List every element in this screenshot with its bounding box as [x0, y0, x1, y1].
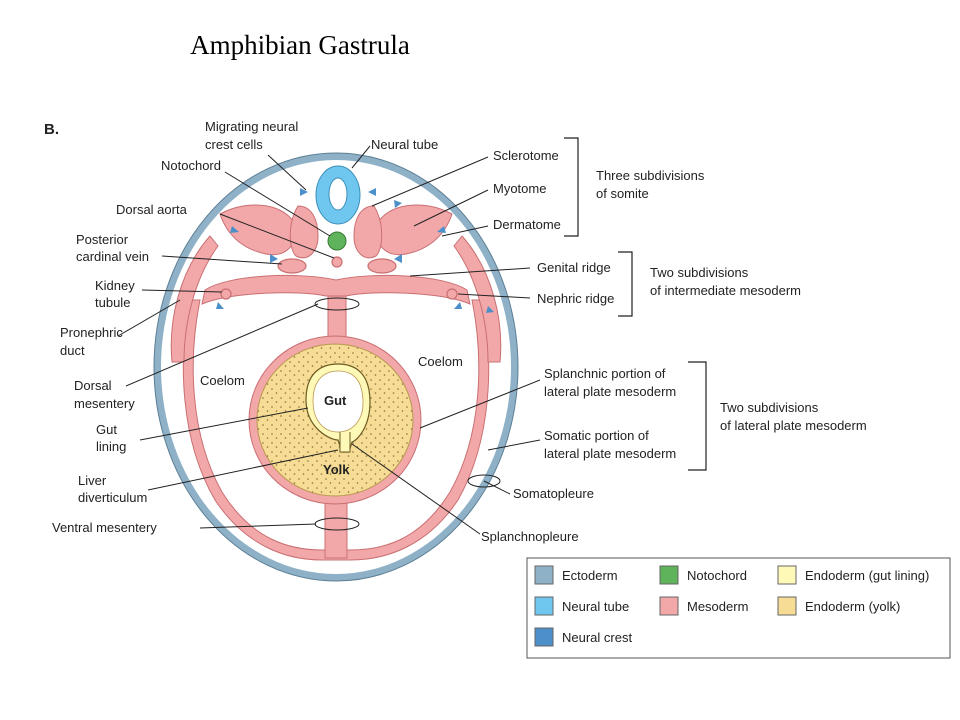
panel-label: B.	[44, 121, 59, 138]
label-gut-lining-2: lining	[96, 439, 126, 454]
legend-label: Neural tube	[562, 599, 629, 614]
kidney-tubule-right	[446, 288, 458, 300]
legend-swatch	[659, 565, 679, 585]
legend-label: Mesoderm	[687, 599, 748, 614]
group-lateral: Two subdivisions	[720, 400, 819, 415]
label-sclerotome: Sclerotome	[493, 148, 559, 163]
kidney-tubule-left	[220, 288, 232, 300]
legend-swatch	[777, 565, 797, 585]
label-pronephric-duct: Pronephric	[60, 325, 123, 340]
label-gut: Gut	[324, 393, 347, 408]
legend-label: Endoderm (yolk)	[805, 599, 900, 614]
intermediate-mesoderm-band	[201, 274, 471, 305]
label-yolk: Yolk	[323, 462, 350, 477]
label-kidney-tubule-2: tubule	[95, 295, 130, 310]
legend-swatch	[534, 565, 554, 585]
sclerotome-right	[353, 205, 383, 259]
neural-crest-cell	[394, 200, 402, 208]
page-title: Amphibian Gastrula	[190, 30, 410, 60]
group-somite: Three subdivisions	[596, 168, 705, 183]
label-splanchnic-portion-2: lateral plate mesoderm	[544, 384, 676, 399]
legend-items: Ectoderm Notochord Endoderm (gut lining) Ne…	[534, 565, 929, 647]
group-lateral-2: of lateral plate mesoderm	[720, 418, 867, 433]
neural-tube-lumen	[328, 177, 348, 211]
pronephric-duct-left	[170, 235, 219, 363]
label-migrating-neural-crest-2: crest cells	[205, 137, 263, 152]
dorsal-mesentery-marker	[314, 297, 360, 311]
label-ventral-mesentery: Ventral mesentery	[52, 520, 157, 535]
label-myotome: Myotome	[493, 181, 546, 196]
pronephric-duct-right	[453, 235, 502, 363]
dorsal-aorta	[331, 256, 343, 268]
legend-swatch	[534, 627, 554, 647]
neural-crest-cell	[270, 254, 278, 263]
somatopleure-marker	[467, 474, 501, 488]
label-posterior-cardinal-vein: Posterior	[76, 232, 129, 247]
legend-label: Endoderm (gut lining)	[805, 568, 929, 583]
legend-label: Neural crest	[562, 630, 632, 645]
neural-crest-cell	[216, 302, 224, 309]
gut-lumen	[312, 370, 364, 433]
label-liver-diverticulum: Liver	[78, 473, 107, 488]
group-somite-2: of somite	[596, 186, 649, 201]
label-liver-diverticulum-2: diverticulum	[78, 490, 147, 505]
label-splanchnopleure: Splanchnopleure	[481, 529, 579, 544]
legend-box	[526, 557, 951, 659]
label-pronephric-duct-2: duct	[60, 343, 85, 358]
label-gut-lining: Gut	[96, 422, 117, 437]
liver-diverticulum	[339, 432, 351, 453]
label-notochord: Notochord	[161, 158, 221, 173]
neural-crest-cell	[437, 226, 446, 233]
group-intermediate: Two subdivisions	[650, 265, 749, 280]
label-somatic-portion-2: lateral plate mesoderm	[544, 446, 676, 461]
label-neural-tube: Neural tube	[371, 137, 438, 152]
somite-bracket	[564, 137, 579, 237]
lateral-bracket	[688, 361, 707, 471]
embryo-body	[153, 152, 519, 582]
neural-crest-cell	[368, 188, 376, 196]
neural-crest-cell	[394, 254, 402, 263]
label-migrating-neural-crest: Migrating neural	[205, 119, 298, 134]
label-nephric-ridge: Nephric ridge	[537, 291, 614, 306]
posterior-cardinal-vein-left	[277, 258, 307, 274]
legend: Ectoderm Notochord Endoderm (gut lining) Ne…	[526, 557, 951, 659]
label-coelom-right: Coelom	[418, 354, 463, 369]
legend-label: Ectoderm	[562, 568, 618, 583]
label-dorsal-mesentery: Dorsal	[74, 378, 112, 393]
label-kidney-tubule: Kidney	[95, 278, 135, 293]
label-dorsal-aorta: Dorsal aorta	[116, 202, 188, 217]
label-posterior-cardinal-vein-2: cardinal vein	[76, 249, 149, 264]
label-somatopleure: Somatopleure	[513, 486, 594, 501]
label-coelom-left: Coelom	[200, 373, 245, 388]
sclerotome-left	[289, 205, 319, 259]
label-splanchnic-portion: Splanchnic portion of	[544, 366, 666, 381]
notochord	[327, 231, 347, 251]
neural-crest-cell	[300, 188, 308, 196]
neural-crest-cell	[486, 306, 494, 313]
legend-swatch	[777, 596, 797, 616]
posterior-cardinal-vein-right	[367, 258, 397, 274]
leader-lines	[117, 145, 541, 535]
label-dorsal-mesentery-2: mesentery	[74, 396, 135, 411]
label-dermatome: Dermatome	[493, 217, 561, 232]
legend-swatch	[534, 596, 554, 616]
group-intermediate-2: of intermediate mesoderm	[650, 283, 801, 298]
intermediate-bracket	[618, 251, 633, 317]
legend-label: Notochord	[687, 568, 747, 583]
label-genital-ridge: Genital ridge	[537, 260, 611, 275]
somatic-mesoderm	[182, 299, 490, 561]
legend-swatch	[659, 596, 679, 616]
neural-crest-cell	[454, 302, 462, 309]
neural-crest-cell	[230, 226, 239, 233]
label-somatic-portion: Somatic portion of	[544, 428, 649, 443]
